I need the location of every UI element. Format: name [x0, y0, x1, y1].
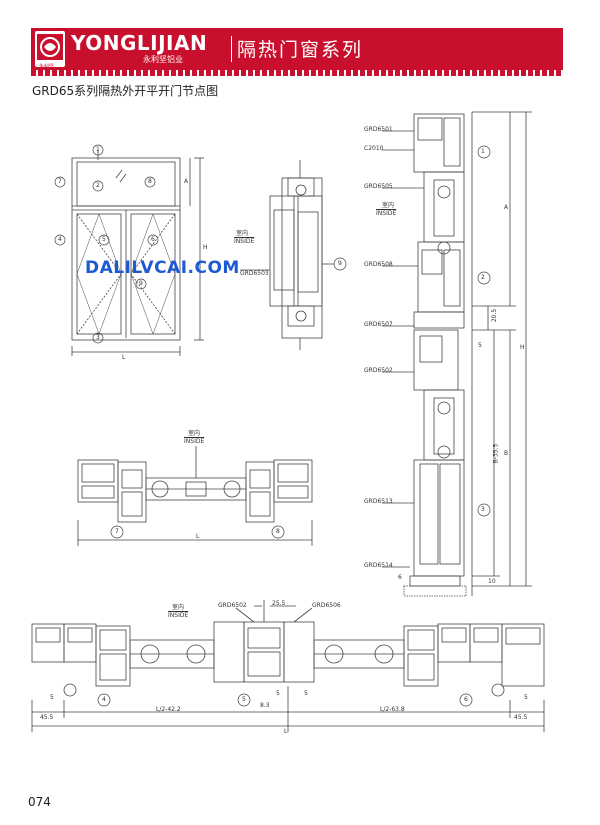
part-grd6507: GRD6507 — [364, 321, 393, 328]
marker-9: 9 — [139, 280, 143, 287]
brand-name: YONGLIJIAN — [71, 31, 208, 55]
marker-8: 8 — [148, 178, 152, 185]
section-9-profile — [240, 160, 334, 350]
part-grd6513: GRD6513 — [364, 498, 393, 505]
marker-5-bottom: 5 — [242, 696, 246, 703]
dim-l2-63: L/2-63.8 — [380, 706, 405, 713]
dim-5-b: 5 — [276, 690, 280, 697]
marker-5: 5 — [102, 236, 106, 243]
brand-name-cn: 永利坚铝业 — [143, 55, 183, 64]
marker-3-vertical: 3 — [481, 506, 485, 513]
indoor-label-cn-b: 室内 — [172, 604, 185, 611]
indoor-label-en-v: INSIDE — [376, 210, 397, 217]
marker-1: 1 — [96, 146, 100, 153]
dim-b: B — [504, 450, 509, 457]
marker-3: 3 — [96, 334, 100, 341]
dim-l-bottom: L — [284, 728, 288, 735]
indoor-label-cn: 室内 — [236, 230, 249, 237]
dim-b-35: B-35.5 — [492, 443, 500, 464]
marker-4-bottom: 4 — [102, 696, 106, 703]
brand-tagline: 永利坚 — [39, 64, 55, 70]
part-grd6505: GRD6505 — [364, 183, 393, 190]
part-grd6502-bottom: GRD6502 — [218, 602, 247, 609]
series-title: 隔热门窗系列 — [237, 39, 364, 61]
dim-25-5: 25.5 — [272, 600, 286, 607]
indoor-label-en-b: INSIDE — [168, 612, 189, 619]
dim-20-5: 20.5 — [491, 308, 499, 323]
dim-5-d: 5 — [524, 694, 528, 701]
bottom-section — [31, 600, 545, 732]
marker-6: 6 — [151, 236, 155, 243]
dim-5-a: 5 — [50, 694, 54, 701]
dim-l2-42: L/2-42.2 — [156, 706, 181, 713]
indoor-label-en: INSIDE — [234, 238, 255, 245]
marker-7: 7 — [58, 178, 62, 185]
indoor-label-cn-78: 室内 — [188, 430, 201, 437]
marker-6-bottom: 6 — [464, 696, 468, 703]
page-title: GRD65系列隔热外开平开门节点图 — [32, 84, 219, 98]
dim-10: 10 — [488, 578, 496, 585]
dim-a: A — [184, 178, 189, 185]
part-grd6506-bottom: GRD6506 — [312, 602, 341, 609]
brand-logo: 永利坚 — [35, 31, 65, 70]
dim-l: L — [122, 354, 126, 361]
part-grd6514: GRD6514 — [364, 562, 393, 569]
dim-5: 5 — [478, 342, 482, 349]
indoor-label-en-78: INSIDE — [184, 438, 205, 445]
part-c2010: C2010 — [364, 145, 384, 152]
door-elevation — [71, 150, 204, 356]
dim-5-c: 5 — [304, 690, 308, 697]
vertical-section — [382, 111, 532, 597]
dim-a-vertical: A — [504, 204, 509, 211]
marker-9-section: 9 — [338, 260, 342, 267]
header-stripe — [31, 70, 563, 76]
marker-1-vertical: 1 — [481, 148, 485, 155]
marker-2-vertical: 2 — [481, 274, 485, 281]
part-grd6503: GRD6503 — [240, 270, 269, 277]
watermark: DALILVCAI.COM — [85, 258, 240, 278]
dim-6: 6 — [398, 574, 402, 581]
marker-8-section: 8 — [276, 528, 280, 535]
dim-45-5-left: 45.5 — [40, 714, 54, 721]
header-divider — [231, 36, 232, 62]
dim-l-78: L — [196, 533, 200, 540]
marker-7-section: 7 — [115, 528, 119, 535]
section-78-profile — [77, 446, 313, 546]
indoor-label-cn-v: 室内 — [382, 202, 395, 209]
page-number: 074 — [28, 795, 51, 809]
dim-8-3: 8.3 — [260, 702, 270, 709]
dim-h: H — [203, 244, 208, 251]
marker-2: 2 — [96, 182, 100, 189]
part-grd6501: GRD6501 — [364, 126, 393, 133]
part-grd6502: GRD6502 — [364, 367, 393, 374]
dim-45-5-right: 45.5 — [514, 714, 528, 721]
marker-4: 4 — [58, 236, 62, 243]
brand-header: 永利坚 YONGLIJIAN 永利坚铝业 隔热门窗系列 — [31, 28, 563, 70]
dim-h-vertical: H — [520, 344, 525, 351]
part-grd6508: GRD6508 — [364, 261, 393, 268]
